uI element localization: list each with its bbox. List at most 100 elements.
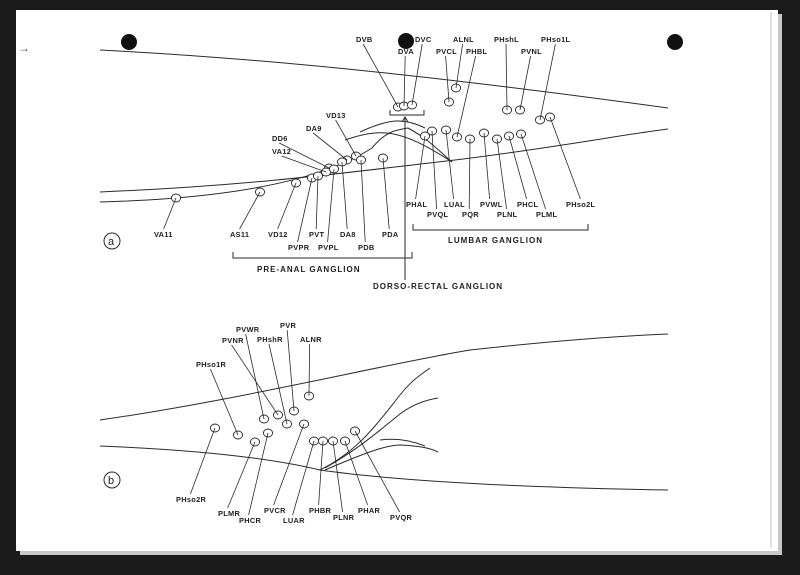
neuron-label-pvr: PVR	[280, 321, 296, 330]
leader-line-alnr	[308, 343, 310, 397]
leader-line-phso1r	[210, 368, 239, 436]
neuron-label-pvt: PVT	[309, 230, 324, 239]
panel-a-rectum-line-2	[359, 120, 426, 133]
neuron-label-pvql: PVQL	[427, 210, 449, 219]
leader-line-pvpr	[297, 177, 313, 243]
neuron-label-pvwl: PVWL	[480, 200, 503, 209]
binder-hole-center	[398, 33, 414, 49]
neuron-label-phso1l: PHso1L	[541, 35, 571, 44]
leader-line-luar	[292, 440, 315, 516]
leader-line-pvql	[431, 130, 437, 210]
leader-line-phshl	[505, 43, 508, 111]
dorsorectal-ganglion-label: DORSO-RECTAL GANGLION	[373, 282, 503, 291]
neuron-label-phbl: PHBL	[466, 47, 488, 56]
leader-line-pvqr	[354, 430, 400, 513]
leader-line-plml	[520, 133, 546, 210]
neuron-label-phcl: PHCL	[517, 200, 539, 209]
neuron-label-luar: LUAR	[283, 516, 305, 525]
neuron-label-dvb: DVB	[356, 35, 373, 44]
neuron-label-pvnr: PVNR	[222, 336, 244, 345]
panel-a-rectum-line	[344, 132, 453, 163]
leader-line-phcr	[248, 432, 269, 516]
neuron-label-pvwr: PVWR	[236, 325, 260, 334]
leader-line-pvwl	[483, 132, 490, 200]
neuron-label-phso1r: PHso1R	[196, 360, 227, 369]
panel-a-letter-circle	[103, 232, 121, 250]
neuron-label-dvc: DVC	[415, 35, 432, 44]
neuron-label-phbr: PHBR	[309, 506, 332, 515]
neuron-label-pvpl: PVPL	[318, 243, 339, 252]
leader-line-pvcr	[273, 423, 305, 506]
corner-mark: →	[18, 41, 30, 55]
neuron-label-va12: VA12	[272, 147, 291, 156]
neuron-label-dd6: DD6	[272, 134, 288, 143]
leader-line-phso2l	[549, 116, 581, 200]
panel-b-rectum-upper	[324, 397, 439, 469]
neuron-label-da9: DA9	[306, 124, 322, 133]
binder-hole-right	[667, 34, 683, 50]
neuron-label-phal: PHAL	[406, 200, 428, 209]
panel-a-dorsal-outline	[99, 49, 669, 109]
leader-line-phcl	[508, 135, 527, 200]
leader-line-vd12	[277, 182, 297, 230]
lumbar-ganglion-label: LUMBAR GANGLION	[448, 236, 543, 245]
leader-line-pvr	[286, 329, 295, 412]
neuron-label-plml: PLML	[536, 210, 558, 219]
neuron-label-vd13: VD13	[326, 111, 346, 120]
leader-line-pvnr	[231, 344, 279, 416]
panel-a-nuclei	[170, 83, 556, 203]
neuron-label-plnl: PLNL	[497, 210, 518, 219]
neuron-label-pda: PDA	[382, 230, 399, 239]
leader-line-pda	[382, 157, 390, 230]
neuron-label-dva: DVA	[398, 47, 414, 56]
leader-line-pvcl	[445, 55, 450, 103]
leader-line-da8	[341, 161, 348, 230]
neuron-label-phshl: PHshL	[494, 35, 519, 44]
neuron-label-alnr: ALNR	[300, 335, 322, 344]
leader-line-pvwr	[245, 333, 265, 420]
neuron-label-pvqr: PVQR	[390, 513, 413, 522]
leader-line-da9	[312, 132, 348, 161]
neuron-label-va11: VA11	[154, 230, 173, 239]
leader-line-vd13	[335, 119, 357, 157]
neuron-label-pdb: PDB	[358, 243, 375, 252]
leader-line-dvb	[362, 43, 399, 108]
leader-line-phbl	[456, 55, 476, 138]
leader-line-plnr	[332, 440, 343, 513]
leader-line-va11	[163, 197, 177, 230]
leader-line-dvc	[411, 43, 423, 106]
panel-b-inner-contour	[319, 367, 431, 471]
leader-line-pvnl	[519, 55, 531, 111]
leader-line-lual	[445, 129, 454, 200]
panel-b-letter: b	[108, 475, 114, 487]
neuron-label-as11: AS11	[230, 230, 249, 239]
neuron-label-da8: DA8	[340, 230, 356, 239]
leader-line-alnl	[455, 43, 463, 89]
neuron-label-pvcr: PVCR	[264, 506, 286, 515]
preanal-ganglion-label: PRE-ANAL GANGLION	[257, 265, 361, 274]
neuron-label-phshr: PHshR	[257, 335, 283, 344]
leader-line-pqr	[468, 138, 471, 210]
paper-sheet	[16, 10, 778, 551]
panel-a-letter: a	[108, 236, 115, 248]
leader-line-phso2r	[190, 427, 216, 495]
panel-b-ventral-outline	[99, 445, 669, 491]
panel-b-letter-circle	[103, 471, 121, 489]
neuron-label-phso2r: PHso2R	[176, 495, 207, 504]
neuron-label-phar: PHAR	[358, 506, 381, 515]
leader-line-as11	[239, 191, 261, 230]
leader-line-phal	[415, 135, 426, 200]
binder-hole-left	[121, 34, 137, 50]
neuron-label-lual: LUAL	[444, 200, 465, 209]
dorsorectal-bracket	[389, 110, 425, 116]
leader-line-plnl	[496, 138, 507, 210]
neuron-label-phso2l: PHso2L	[566, 200, 596, 209]
lumbar-bracket	[412, 224, 589, 231]
leader-line-pvpl	[327, 168, 335, 243]
panel-b	[99, 333, 669, 491]
panel-b-rectum-lower	[324, 444, 439, 471]
leader-line-phso1l	[539, 43, 556, 121]
neuron-label-vd12: VD12	[268, 230, 288, 239]
